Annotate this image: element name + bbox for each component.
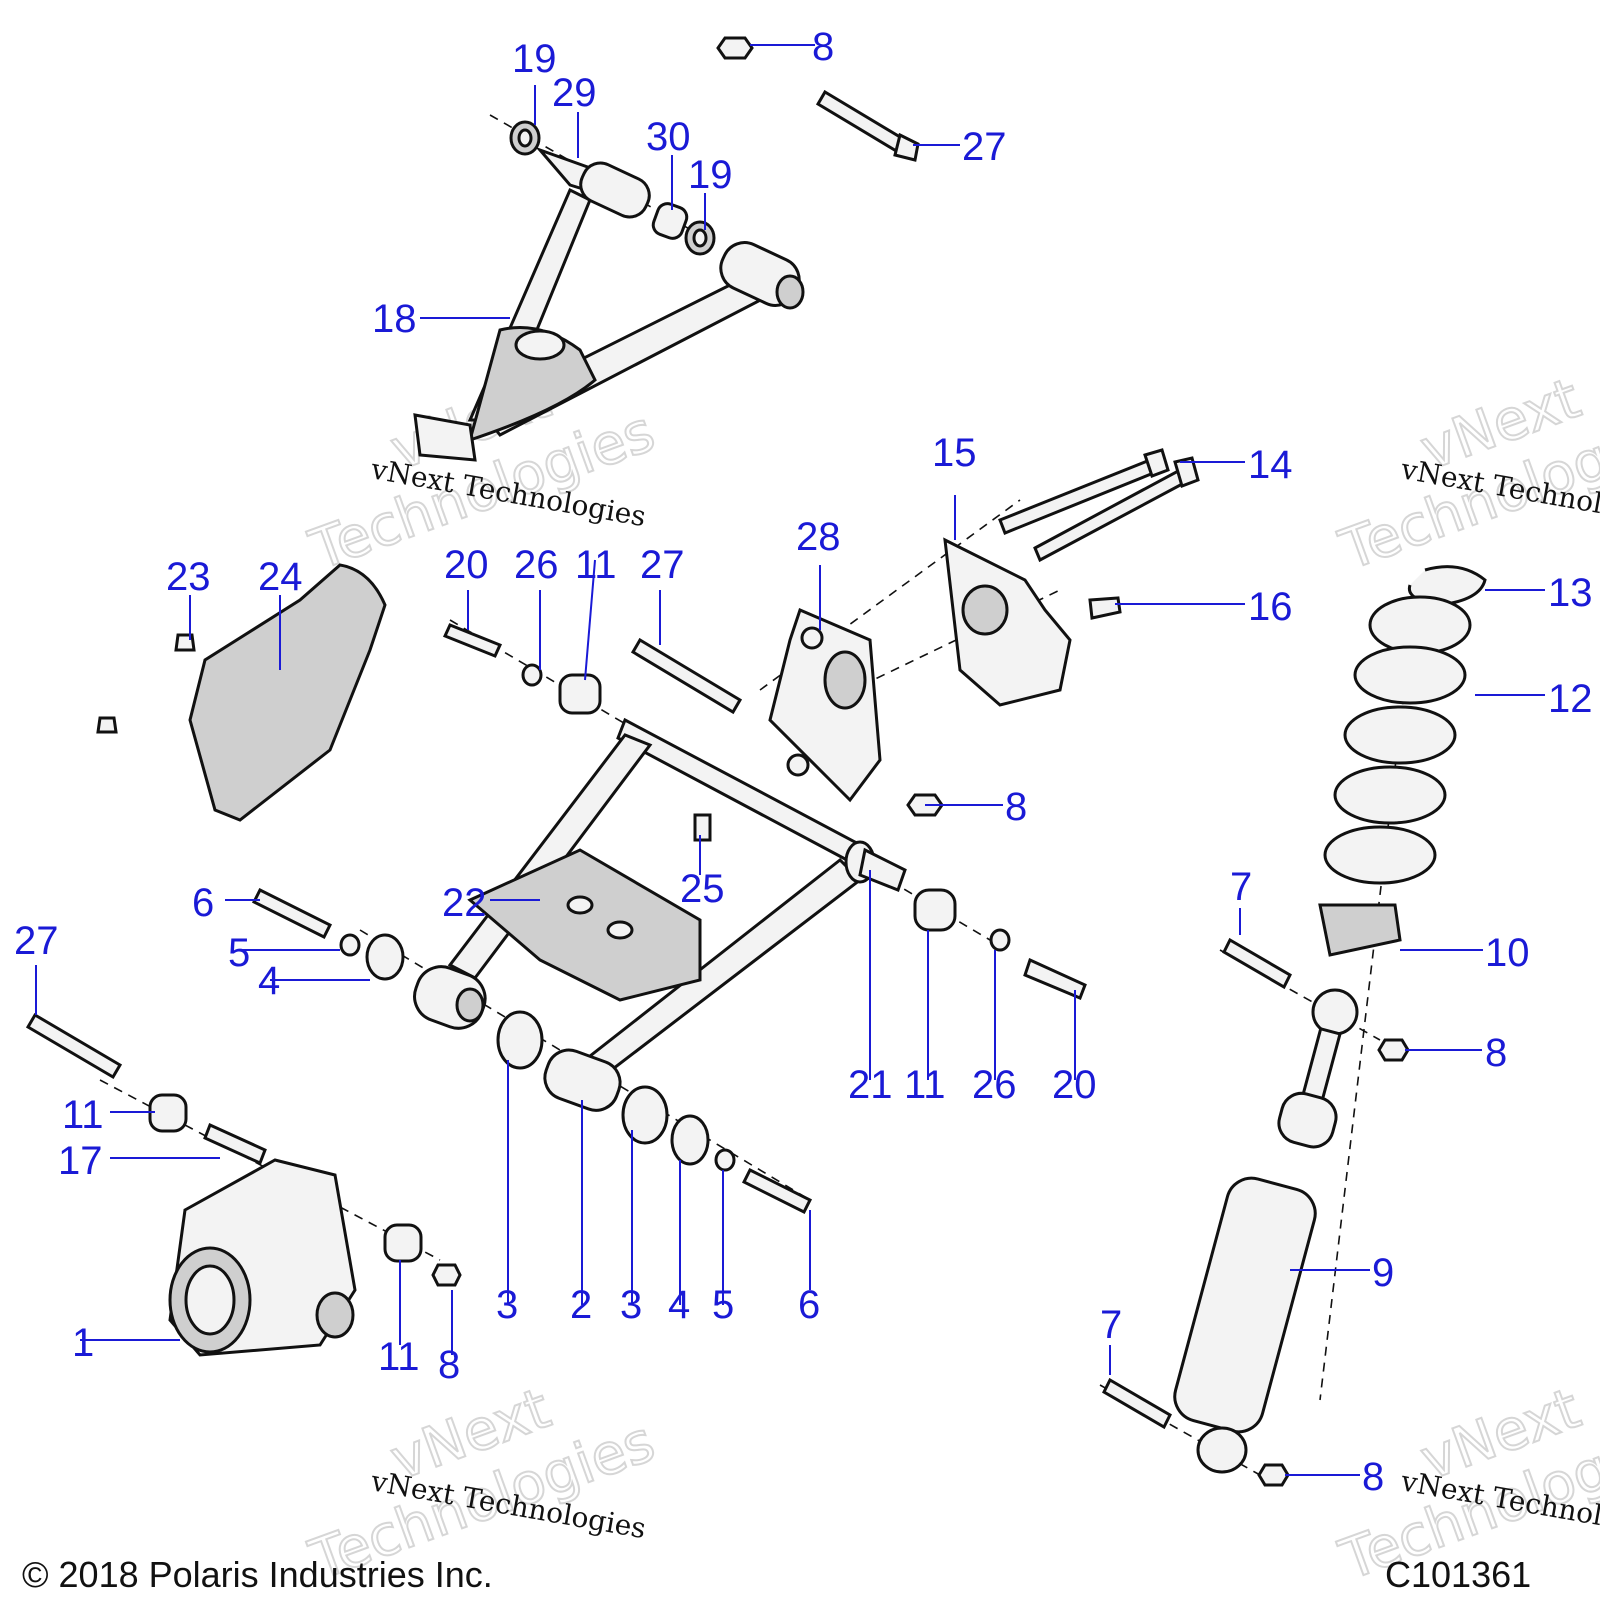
callout-19: 19 <box>512 37 557 81</box>
callout-9: 9 <box>1372 1251 1394 1295</box>
washer-part <box>339 933 361 957</box>
callout-27: 27 <box>14 919 59 963</box>
callout-23: 23 <box>166 555 211 599</box>
skid-guard-part <box>188 563 387 822</box>
washer-part <box>714 1148 736 1172</box>
watermark-top-right: vNext Technologies vNext Technologies <box>1331 365 1600 584</box>
nut-part <box>1257 1463 1290 1487</box>
callout-6: 6 <box>798 1283 820 1327</box>
bushing-part <box>509 120 716 256</box>
callout-29: 29 <box>552 71 597 115</box>
callout-13: 13 <box>1548 571 1593 615</box>
shock-absorber-part <box>1173 988 1359 1474</box>
callout-15: 15 <box>932 431 977 475</box>
callout-26: 26 <box>514 543 559 587</box>
callout-labels: 1 2 3 3 4 4 5 5 6 6 7 7 8 8 8 8 8 9 10 1… <box>14 25 1593 1499</box>
callout-11: 11 <box>575 543 617 587</box>
bolt-part <box>442 623 503 658</box>
coil-spring-part <box>1323 595 1472 885</box>
bolt-part <box>1102 1377 1172 1430</box>
figure-id: C101361 <box>1385 1554 1531 1595</box>
callout-24: 24 <box>258 555 303 599</box>
screw-part <box>96 716 118 734</box>
spring-seat-part <box>1318 903 1402 957</box>
upper-a-arm-part <box>413 146 805 462</box>
bearing-carrier-part <box>168 1158 357 1357</box>
callout-5: 5 <box>712 1283 734 1327</box>
bolt-part <box>1222 937 1292 990</box>
bushing-part <box>496 1010 544 1070</box>
callout-8: 8 <box>1005 785 1027 829</box>
bolt-part <box>1088 596 1122 620</box>
copyright-notice: © 2018 Polaris Industries Inc. <box>22 1554 493 1595</box>
callout-16: 16 <box>1248 585 1293 629</box>
callout-4: 4 <box>258 959 280 1003</box>
callout-11: 11 <box>378 1335 420 1379</box>
callout-18: 18 <box>372 297 417 341</box>
lower-a-arm-part <box>413 717 872 1077</box>
nut-part <box>1377 1038 1410 1062</box>
callout-21: 21 <box>848 1063 893 1107</box>
long-bolt-part <box>630 637 743 715</box>
callout-14: 14 <box>1248 443 1293 487</box>
callout-11: 11 <box>62 1093 104 1137</box>
bushing-part <box>621 1085 669 1145</box>
callout-26: 26 <box>972 1063 1017 1107</box>
callout-1: 1 <box>72 1321 94 1365</box>
callout-8: 8 <box>812 25 834 69</box>
washer-part <box>521 663 543 687</box>
flat-washer-part <box>365 933 405 981</box>
nut-part <box>431 1263 462 1287</box>
callout-3: 3 <box>496 1283 518 1327</box>
callout-4: 4 <box>668 1283 690 1327</box>
bushing-part <box>543 1048 622 1112</box>
bolt-part <box>1023 957 1087 1000</box>
callout-28: 28 <box>796 515 841 559</box>
callout-2: 2 <box>570 1283 592 1327</box>
callout-25: 25 <box>680 867 725 911</box>
long-bolt-part <box>25 1012 123 1080</box>
callout-27: 27 <box>962 125 1007 169</box>
callout-7: 7 <box>1100 1303 1122 1347</box>
flat-washer-part <box>670 1114 710 1166</box>
bushing-part <box>558 673 602 715</box>
callout-11: 11 <box>904 1063 946 1107</box>
callout-6: 6 <box>192 881 214 925</box>
nut-part <box>716 36 754 60</box>
bolt-part <box>741 1167 813 1215</box>
callout-8: 8 <box>438 1343 460 1387</box>
callout-7: 7 <box>1230 865 1252 909</box>
pivot-shaft-part <box>844 840 907 892</box>
shock-bracket-part <box>768 607 882 803</box>
washer-part <box>989 928 1011 952</box>
callout-22: 22 <box>442 881 487 925</box>
pin-part <box>203 1122 267 1166</box>
long-bolt-part <box>815 89 920 162</box>
callout-10: 10 <box>1485 931 1530 975</box>
pivot-bolts-part <box>998 448 1200 563</box>
callout-30: 30 <box>646 115 691 159</box>
callout-19: 19 <box>688 153 733 197</box>
callout-27: 27 <box>640 543 685 587</box>
callout-20: 20 <box>444 543 489 587</box>
screw-part <box>174 633 196 652</box>
sleeve-part <box>651 202 689 240</box>
callout-17: 17 <box>58 1139 103 1183</box>
bushing-part <box>913 888 957 932</box>
grease-fitting-part <box>693 813 712 842</box>
mounting-plate-part <box>943 537 1072 707</box>
callout-20: 20 <box>1052 1063 1097 1107</box>
bushing-part <box>383 1223 423 1263</box>
callout-5: 5 <box>228 931 250 975</box>
callout-3: 3 <box>620 1283 642 1327</box>
callout-8: 8 <box>1485 1031 1507 1075</box>
callout-8: 8 <box>1362 1455 1384 1499</box>
bushing-part <box>148 1093 188 1133</box>
callout-12: 12 <box>1548 677 1593 721</box>
bolt-part <box>251 887 333 940</box>
leader-lines <box>35 44 1545 1476</box>
